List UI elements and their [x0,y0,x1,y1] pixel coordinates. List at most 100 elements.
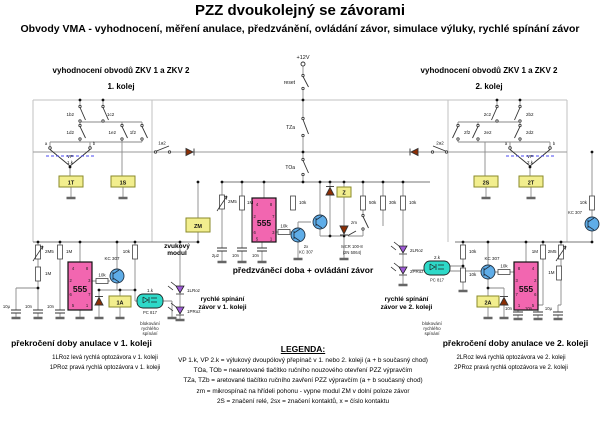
resistor-label: 2M5 [548,249,557,254]
fast-switch-2-caption: rychlé spínání závor ve 2. koleji [364,296,449,311]
pin: 3 [88,278,91,283]
legend: LEGENDA: VP 1.k, VP 2.k = výlukový dvoup… [150,344,456,407]
diode-relay2 [499,296,509,306]
led-2lroz [390,241,408,255]
diode-relay1 [94,296,104,306]
pin: 2 [534,278,537,283]
note-1lroz: 1LRoz levá rychlá optozávora v 1. koleji [52,355,158,361]
fast-switch-1-line1: rychlé spínání [200,296,245,303]
blocking-line: blokování [422,321,442,326]
contact-label: 2b2 [526,112,534,117]
transistor-label: KC 307 [299,250,314,255]
relays: 1T 1S 2S 2T ZM Z 1A 2A [58,175,544,308]
vp-contact-b: b [553,141,556,146]
toa-label: TOa [285,165,295,171]
transistor-label: KC 307 [104,256,120,261]
contact-label: 2c2 [484,112,492,117]
relay-2t: 2T [518,175,544,188]
zm-switch-label: zm [351,220,357,225]
resistor-label: 50k [369,200,377,205]
capacitors [11,247,563,316]
pin: 1 [270,237,273,242]
relay-1s: 1S [110,175,136,188]
switch-contacts [48,73,552,231]
relay-z: Z [336,186,352,198]
resistor-label: 1M [45,271,52,276]
led-1lroz [167,281,185,295]
pin: 7 [272,214,275,219]
note-2lroz: 2LRoz levá rychlá optozávora ve 2. kolej… [456,355,566,361]
blocking-line: rychlého [423,326,441,331]
thyristor-mcr [339,225,349,236]
opto1-track-label: 1.k [147,288,154,293]
resistors [35,194,595,284]
resistor-label: 10k [98,273,106,278]
overrun-2-title: překročení doby anulace ve 2. koleji [442,338,589,348]
contact-label: 1d2 [66,130,74,135]
contact-label: 2d2 [526,130,534,135]
led-label: 2PRoz [410,269,424,274]
led-label: 1LRoz [187,288,201,293]
led-label: 2LRoz [410,248,424,253]
vp-contact-a: a [45,141,48,146]
opto-part-label: PC 817 [143,310,158,315]
sound-module-caption: zvukový modul [154,243,200,257]
left-track-header: 1. kolej [107,82,135,91]
fast-switch-2-line1: rychlé spínání [384,296,429,303]
blocking-line: spínání [142,331,158,336]
legend-line: TZa, TZb = aretované tlačítko ručního za… [183,377,423,385]
resistor-label: 1M [66,249,73,254]
legend-line: TOa, TOb = nearetované tlačítko ručního … [193,367,413,375]
pin: 2 [70,278,73,283]
blocking-line: rychlého [141,326,159,331]
capacitor-label: 10n [252,253,260,258]
diodes [94,147,509,306]
opto2-track-label: 2.k [434,255,441,260]
sound-module-line1: zvukový [164,243,190,250]
pin: 4 [532,266,535,271]
resistor-label: 10k [500,264,508,269]
timer-label: 555 [73,284,87,294]
resistor-label: 10k [469,249,477,254]
timer-555-right: 8 4 3 2 7 6 1 5 555 [513,261,539,311]
blocking-1-caption: blokování rychlého spínání [128,321,172,336]
timer-555-center: 4 8 2 7 6 3 5 1 555 [251,197,277,243]
contact-label: 1f2 [130,130,137,135]
led-label: 1PRoz [187,309,201,314]
vp1-name: VP [67,154,73,159]
contact-label: 2a2 [436,141,444,146]
transistor-q3 [312,214,328,230]
relay-1s-label: 1S [120,181,127,187]
pin: 5 [532,303,535,308]
capacitor-label: 10n [25,304,33,309]
vp2-name: VP [527,154,533,159]
diode-track1 [185,147,195,157]
resistor-label: 10k [409,200,417,205]
diode-bell [325,186,335,196]
capacitor-label: 2μ2 [212,253,220,258]
transistor-label: KC 307 [484,256,500,261]
capacitor-label: 10n [525,306,533,311]
resistor-label: 1M [247,200,254,205]
overrun-1-title: překročení doby anulace v 1. koleji [11,338,152,348]
ground-symbols [11,196,563,322]
capacitor-label: 10n [505,306,513,311]
resistor-label: 1M [532,249,539,254]
transistor-q1 [109,268,125,284]
legend-line: VP 1.k, VP 2.k = výlukový dvoupólový pře… [178,357,428,364]
legend-line: zm = mikrospínač na hřídeli pohonu - vyp… [196,387,410,395]
timer-label: 555 [257,218,271,228]
pin: 6 [70,292,73,297]
notes-track2: 2LRoz levá rychlá optozávora ve 2. kolej… [421,353,600,373]
pin: 7 [88,292,91,297]
pin: 5 [72,303,75,308]
transistor-q5 [584,216,600,232]
resistor-label: 10k [299,200,307,205]
capacitor-label: 10n [232,253,240,258]
tza-label: TZa [286,125,295,131]
pin: 3 [272,230,275,235]
supply-label: +12V [297,55,310,61]
vp-contact-a: a [505,141,508,146]
reset-label: reset [284,80,296,86]
